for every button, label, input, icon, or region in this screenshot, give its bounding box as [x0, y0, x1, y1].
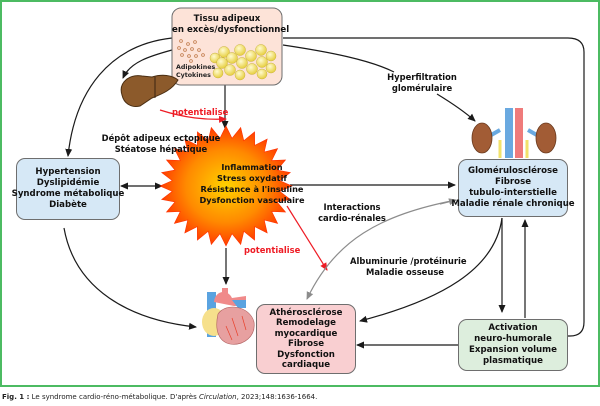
cardiac-line: cardiaque — [281, 360, 331, 370]
kidney-icon — [471, 108, 557, 158]
potentialise-label-cardiac: potentialise — [244, 245, 301, 255]
cardiac-line: myocardique — [274, 328, 338, 339]
liver-icon — [120, 74, 179, 107]
albuminurie-label: Albuminurie /protéinurie Maladie osseuse — [350, 256, 467, 277]
potentialise-label-liver: potentialise — [172, 107, 229, 117]
renal-line: Maladie rénale chronique — [451, 199, 575, 209]
metabolic-box: Hypertension Dyslipidémie Syndrome métab… — [12, 158, 124, 220]
arrow-hyperfiltration-to-kidney — [436, 93, 476, 122]
hyperfiltration-label: Hyperfiltration glomérulaire — [387, 72, 457, 93]
edges — [63, 37, 585, 349]
adipose-title-line-2: en excès/dysfonctionnel — [172, 25, 290, 35]
arrow-adipose-to-kidney — [282, 44, 395, 73]
liver-label-line-1: Dépôt adipeux ectopique — [101, 133, 221, 143]
burst-shape — [159, 125, 293, 247]
hyperfiltration-line-2: glomérulaire — [391, 82, 453, 93]
liver-label-line-2: Stéatose hépatique — [114, 143, 208, 154]
neuro-line: neuro-humorale — [474, 334, 552, 344]
burst-line: Stress oxydatif — [217, 173, 287, 183]
interactions-line-1: Interactions — [323, 202, 381, 212]
cytokines-label: Cytokines — [176, 72, 211, 79]
renal-line: Fibrose — [494, 177, 532, 187]
adipokine-dots-icon — [177, 39, 205, 63]
neuro-line: Expansion volume — [469, 345, 557, 355]
burst-text: Inflammation Stress oxydatif Résistance … — [196, 162, 308, 206]
cardiac-box: Athérosclérose Remodelage myocardique Fi… — [256, 304, 356, 374]
caption-journal: Circulation — [198, 393, 237, 401]
arrow-adipose-to-liver — [122, 49, 173, 79]
arrow-adipose-to-metabolic — [65, 37, 173, 157]
cardiac-line: Dysfonction — [277, 349, 335, 360]
arrow-potentialise-cardiac — [286, 205, 328, 271]
neuro-line: plasmatique — [483, 356, 543, 366]
adipose-secretion-labels: Adipokines Cytokines — [176, 64, 215, 80]
heart-icon — [202, 288, 255, 345]
renal-box: Glomérulosclérose Fibrose tubulo-interst… — [451, 159, 575, 217]
metabolic-line: Syndrome métabolique — [11, 189, 125, 199]
caption-fig-label: Fig. 1 : — [2, 393, 30, 401]
cardiac-line: Athérosclérose — [269, 307, 343, 318]
arrow-metabolic-to-heart — [63, 227, 197, 330]
arrow-potentialise-liver — [159, 109, 227, 123]
interactions-label: Interactions cardio-rénales — [312, 202, 392, 223]
arrow-renal-to-cardiac — [359, 217, 503, 323]
caption-citation: , 2023;148:1636-1664. — [236, 393, 318, 401]
burst-line: Résistance à l'insuline — [200, 184, 304, 194]
cardiac-line: Remodelage — [275, 318, 336, 328]
metabolic-line: Dyslipidémie — [36, 178, 100, 188]
arrow-cardio-renal — [306, 199, 457, 300]
burst-line: Inflammation — [221, 162, 283, 172]
renal-line: tubulo-interstielle — [469, 188, 557, 198]
figure-caption: Fig. 1 : Le syndrome cardio-réno-métabol… — [2, 393, 317, 401]
arrow-adipose-to-neuro — [283, 37, 585, 337]
neuro-line: Activation — [488, 323, 538, 333]
albuminurie-line-1: Albuminurie /protéinurie — [350, 256, 467, 266]
metabolic-line: Diabète — [49, 200, 87, 210]
caption-text: Le syndrome cardio-réno-métabolique. D'a… — [29, 393, 199, 401]
adipose-title-line-1: Tissu adipeux — [193, 14, 261, 24]
adipokines-label: Adipokines — [176, 64, 216, 71]
albuminurie-line-2: Maladie osseuse — [365, 266, 444, 277]
cardiac-line: Fibrose — [287, 339, 325, 349]
burst-line: Dysfonction vasculaire — [199, 195, 305, 205]
hyperfiltration-line-1: Hyperfiltration — [387, 72, 457, 82]
neuro-box: Activation neuro-humorale Expansion volu… — [458, 319, 568, 371]
renal-line: Glomérulosclérose — [468, 166, 558, 176]
adipocyte-cluster-icon — [209, 44, 277, 81]
adipose-title: Tissu adipeux en excès/dysfonctionnel — [172, 14, 290, 36]
liver-label: Dépôt adipeux ectopique Stéatose hépatiq… — [101, 133, 221, 154]
metabolic-line: Hypertension — [35, 167, 101, 177]
interactions-line-2: cardio-rénales — [318, 212, 386, 223]
